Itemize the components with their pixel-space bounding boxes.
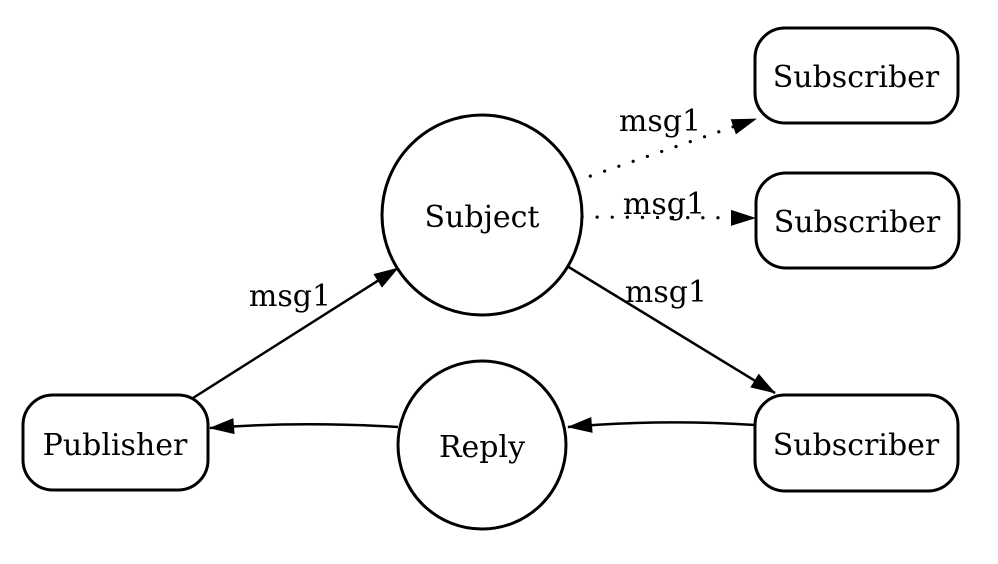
edge-subject-subscriber-1: [574, 117, 758, 183]
subscriber-3-box: [753, 393, 960, 493]
edge-label-msg1-publisher-subject: msg1: [249, 279, 331, 314]
reply-label: Reply: [439, 430, 525, 465]
node-publisher: Publisher: [21, 393, 210, 492]
publisher-label: Publisher: [43, 428, 188, 463]
edge-subject-subscriber-3: [566, 264, 776, 395]
edge-publisher-subject: [192, 266, 399, 400]
node-subscriber-2: Subscriber: [754, 171, 961, 270]
edge-label-msg1-subject-subscriber-1: msg1: [619, 104, 701, 139]
publisher-box: [21, 393, 210, 492]
subscriber-1-box: [753, 26, 960, 125]
edge-subject-subscriber-2: [580, 209, 757, 226]
edges-layer: [192, 117, 776, 435]
node-subscriber-1: Subscriber: [753, 26, 960, 125]
subscriber-2-label: Subscriber: [774, 205, 941, 240]
node-subscriber-3: Subscriber: [753, 393, 960, 493]
reply-circle: [396, 359, 568, 531]
edge-label-msg1-subject-subscriber-3: msg1: [625, 275, 707, 310]
subscriber-2-box: [754, 171, 961, 270]
subject-label: Subject: [425, 200, 540, 235]
node-reply: Reply: [396, 359, 568, 531]
edge-labels-layer: msg1 msg1 msg1 msg1: [249, 104, 707, 314]
edge-subscriber-3-reply: [567, 416, 756, 433]
node-subject: Subject: [380, 113, 584, 317]
subject-circle: [380, 113, 584, 317]
edge-reply-publisher: [209, 418, 399, 435]
subscriber-1-label: Subscriber: [773, 60, 940, 95]
nodes-layer: Publisher Subject Subscriber Subscriber …: [21, 26, 961, 531]
subscriber-3-label: Subscriber: [773, 428, 940, 463]
edge-label-msg1-subject-subscriber-2: msg1: [623, 187, 705, 222]
